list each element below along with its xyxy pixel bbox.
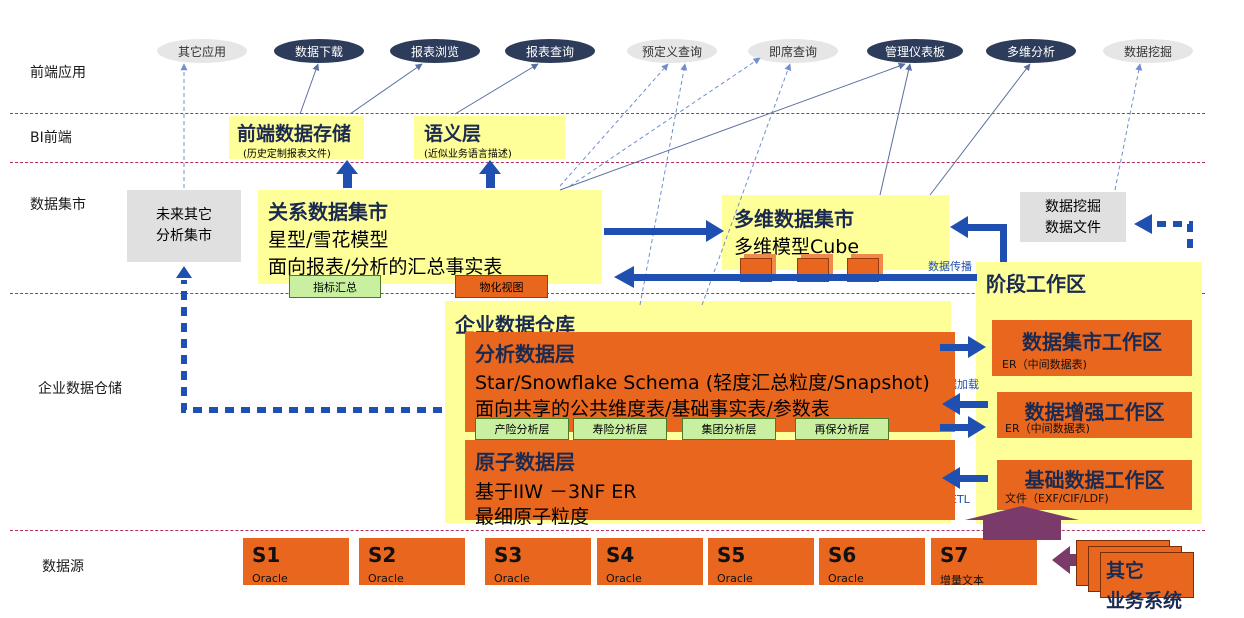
frontend-data-store-title: 前端数据存储 [237, 123, 352, 145]
app-adhoc-query[interactable]: 即席查询 [748, 39, 838, 63]
other-system-box [1100, 552, 1194, 598]
source-s2-name: S2 [368, 543, 397, 567]
tag-indicator-summary: 指标汇总 [289, 275, 381, 298]
app-predefined-query[interactable]: 预定义查询 [627, 39, 717, 63]
zone-mart-work: 数据集市工作区 ER（中间数据表) [992, 320, 1192, 376]
analysis-layer-schema: Star/Snowflake Schema (轻度汇总粒度/Snapshot) [475, 372, 930, 394]
arrow-store-to-report-browse [349, 63, 423, 115]
source-s6-name: S6 [828, 543, 857, 567]
arrow-store-to-download [299, 63, 320, 115]
olap-data-mart-title: 多维数据集市 [734, 207, 854, 231]
olap-data-mart: 多维数据集市 多维模型Cube [722, 195, 949, 270]
zone-base-work: 基础数据工作区 文件（EXF/CIF/LDF) [997, 460, 1192, 510]
app-data-mining[interactable]: 数据挖掘 [1103, 39, 1193, 63]
source-s1-type: Oracle [252, 572, 288, 585]
tag-reinsurance-analysis: 再保分析层 [795, 418, 889, 440]
data-propagation-label: 数据传播 [928, 260, 972, 273]
separator-line [10, 113, 1205, 114]
app-olap-analysis[interactable]: 多维分析 [986, 39, 1076, 63]
source-s4-name: S4 [606, 543, 635, 567]
tier-label-bi-frontend: BI前端 [30, 130, 72, 146]
source-s6-type: Oracle [828, 572, 864, 585]
app-dashboard[interactable]: 管理仪表板 [867, 39, 963, 63]
zone-mart-work-sub: ER（中间数据表) [1002, 358, 1087, 371]
data-mining-file: 数据挖掘 数据文件 [1020, 192, 1126, 242]
other-business-systems-label: 其它 业务系统 [1106, 560, 1183, 612]
arrow-semantic-to-report-query [454, 63, 539, 115]
atomic-layer: 原子数据层 基于IIW －3NF ER 最细原子粒度 [465, 440, 955, 528]
analysis-layer: 分析数据层 Star/Snowflake Schema (轻度汇总粒度/Snap… [465, 332, 955, 432]
arrow-dw-to-predefined [639, 63, 688, 306]
app-report-browse[interactable]: 报表浏览 [390, 39, 480, 63]
zone-base-work-title: 基础数据工作区 [1024, 468, 1165, 492]
analysis-layer-tables: 面向共享的公共维度表/基础事实表/参数表 [475, 398, 830, 420]
arrow-olap-to-olap-analysis [929, 63, 1031, 196]
atomic-layer-model: 基于IIW －3NF ER [475, 481, 637, 503]
tag-pc-analysis: 产险分析层 [475, 418, 569, 440]
separator-line [10, 293, 1205, 294]
zone-enhance-work-sub: ER（中间数据表) [1005, 422, 1090, 435]
arrow-dw-to-adhoc [701, 63, 792, 306]
relational-data-mart-facts: 面向报表/分析的汇总事实表 [268, 256, 503, 278]
separator-line [10, 530, 1205, 531]
source-s5-name: S5 [717, 543, 746, 567]
semantic-layer-title: 语义层 [424, 123, 482, 145]
source-s4-type: Oracle [606, 572, 642, 585]
source-s7: S7 增量文本 [931, 538, 1037, 587]
source-s7-name: S7 [940, 543, 969, 567]
tag-group-analysis: 集团分析层 [682, 418, 776, 440]
tag-life-analysis: 寿险分析层 [573, 418, 667, 440]
source-s5-type: Oracle [717, 572, 753, 585]
dotted-link-to-mining-file [1150, 221, 1193, 248]
analysis-layer-title: 分析数据层 [475, 342, 575, 366]
separator-line [10, 162, 1205, 163]
source-s3-name: S3 [494, 543, 523, 567]
arrow-mining-file-to-mining [1114, 63, 1143, 191]
arrow-sources-to-base-zone [965, 506, 1079, 540]
app-download[interactable]: 数据下载 [274, 39, 364, 63]
relational-data-mart: 关系数据集市 星型/雪花模型 面向报表/分析的汇总事实表 [258, 190, 602, 284]
source-s7-type: 增量文本 [940, 574, 984, 587]
future-analysis-mart-label: 未来其它 分析集市 [156, 207, 212, 244]
zone-enhance-work-title: 数据增强工作区 [1024, 400, 1165, 424]
tier-label-data-sources: 数据源 [42, 559, 84, 575]
arrow-to-predefined-query [559, 63, 669, 187]
app-report-query[interactable]: 报表查询 [505, 39, 595, 63]
frontend-data-store-sub: (历史定制报表文件) [243, 149, 331, 160]
zone-enhance-work: 数据增强工作区 ER（中间数据表) [997, 392, 1192, 438]
atomic-layer-title: 原子数据层 [475, 450, 575, 474]
olap-data-mart-model: 多维模型Cube [734, 236, 860, 258]
tag-materialized-view: 物化视图 [455, 275, 548, 298]
source-s1-name: S1 [252, 543, 281, 567]
app-other[interactable]: 其它应用 [157, 39, 247, 63]
arrow-olap-to-dashboard [879, 63, 913, 196]
data-mining-file-label: 数据挖掘 数据文件 [1045, 199, 1101, 236]
arrow-mart-to-dashboard [559, 62, 906, 191]
staging-area-title: 阶段工作区 [986, 272, 1086, 296]
future-analysis-mart: 未来其它 分析集市 [127, 190, 241, 262]
source-s3-type: Oracle [494, 572, 530, 585]
source-s2-type: Oracle [368, 572, 404, 585]
arrow-other-systems-to-s7 [1052, 546, 1076, 574]
semantic-layer-sub: (近似业务语言描述) [424, 149, 512, 160]
zone-mart-work-title: 数据集市工作区 [1022, 330, 1162, 354]
arrow-to-adhoc-query [569, 57, 761, 187]
relational-data-mart-title: 关系数据集市 [268, 200, 388, 224]
dotted-link-dw-to-future [181, 280, 442, 413]
tier-label-enterprise-dw: 企业数据仓储 [38, 381, 122, 397]
tier-label-data-marts: 数据集市 [30, 197, 86, 213]
semantic-layer: 语义层 (近似业务语言描述) [414, 116, 565, 160]
zone-base-work-sub: 文件（EXF/CIF/LDF) [1005, 492, 1109, 505]
tier-label-frontend-apps: 前端应用 [30, 65, 86, 81]
relational-data-mart-model: 星型/雪花模型 [268, 229, 389, 251]
atomic-layer-grain: 最细原子粒度 [475, 506, 590, 528]
frontend-data-store: 前端数据存储 (历史定制报表文件) [229, 116, 364, 160]
